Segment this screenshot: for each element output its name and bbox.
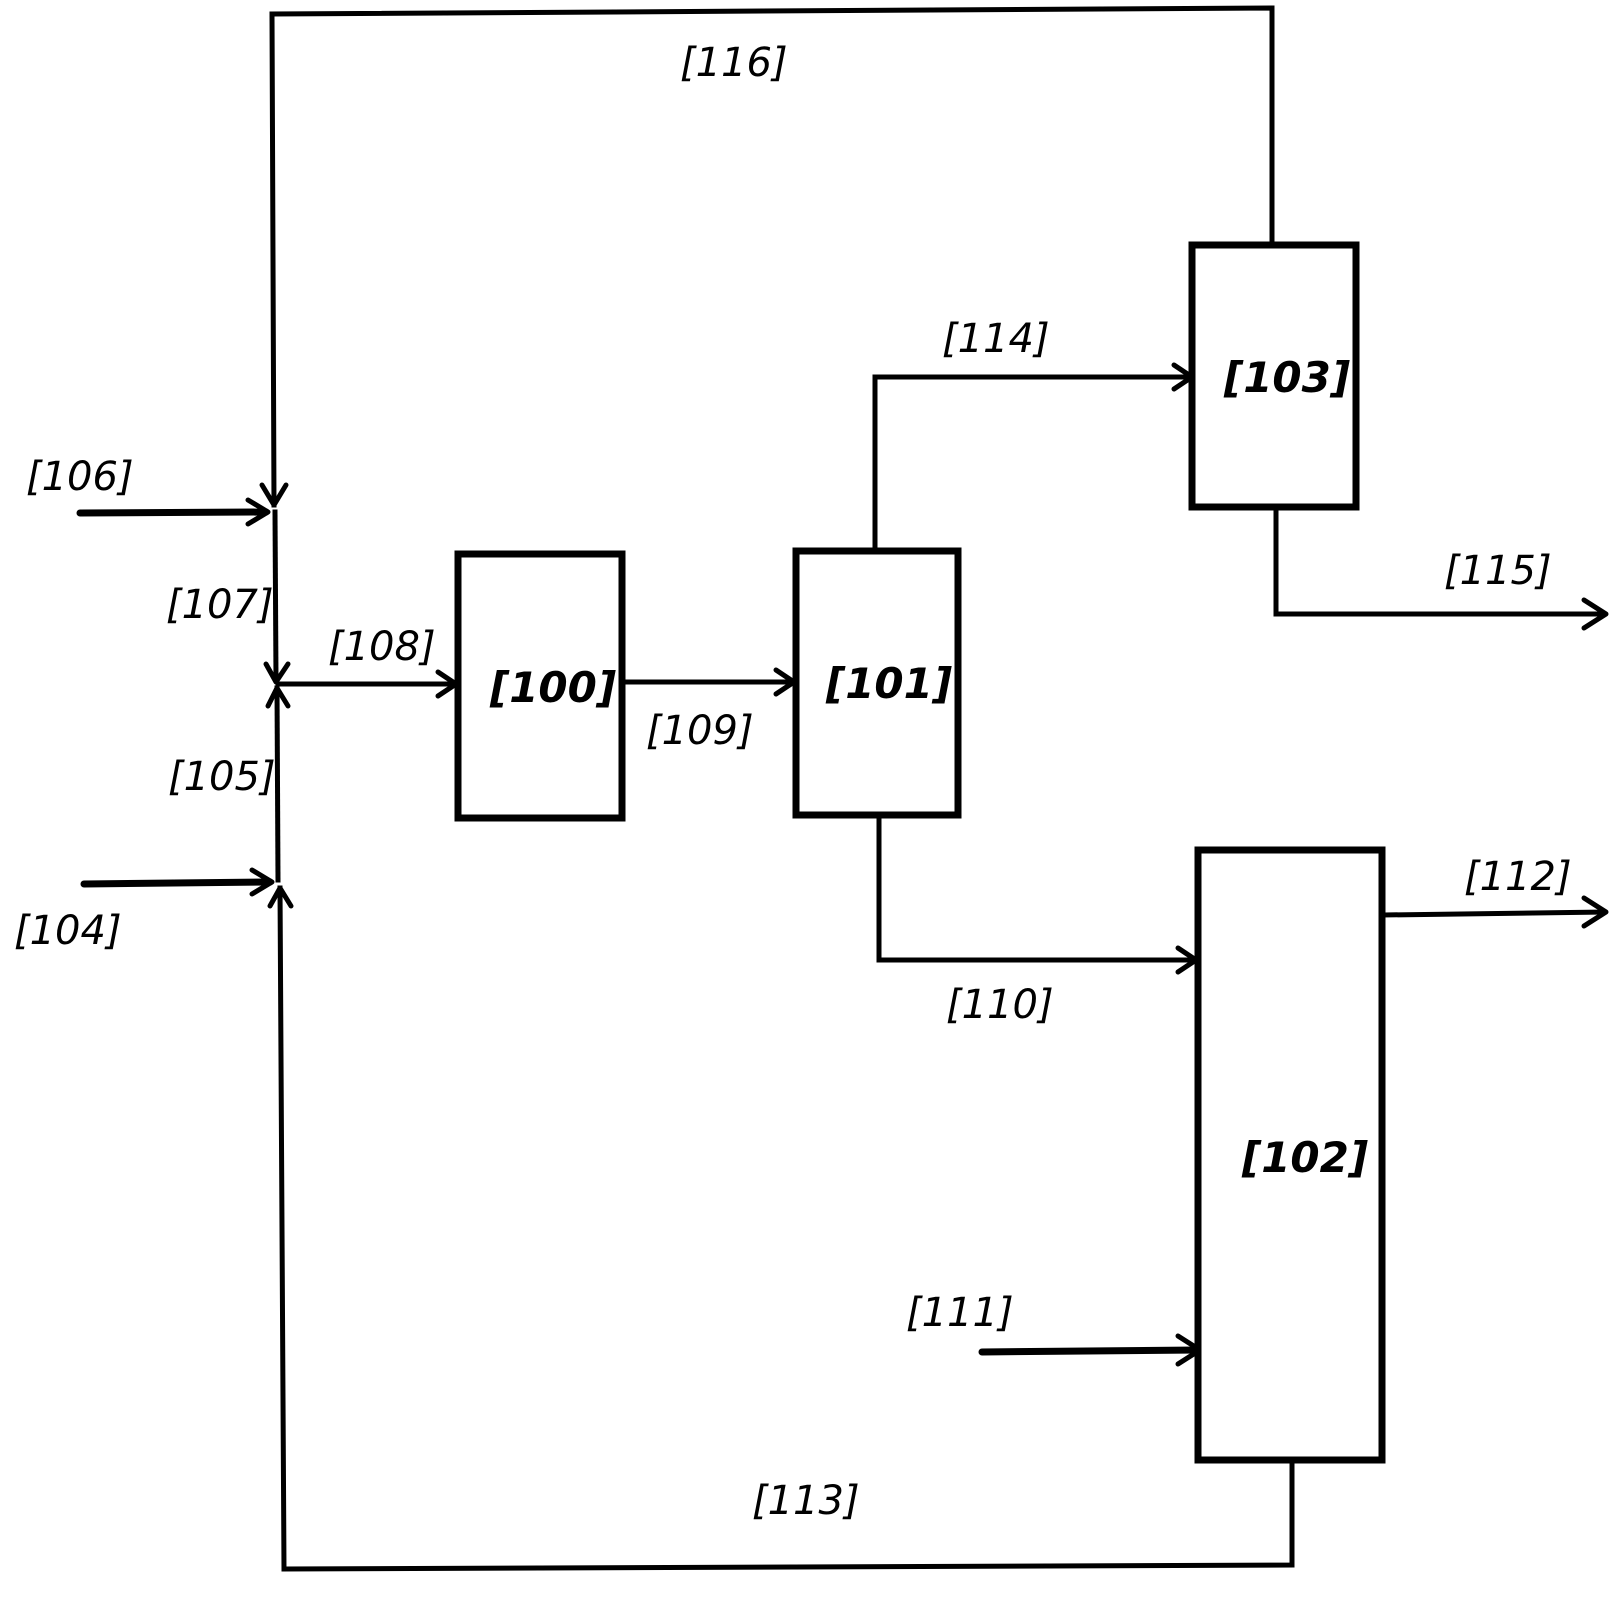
stream-109-label: [109]	[646, 708, 754, 754]
stream-113-label: [113]	[752, 1478, 860, 1524]
stream-105-label: [105]	[168, 754, 276, 800]
stream-104-arrowhead	[249, 867, 275, 897]
stream-111-label: [111]	[906, 1290, 1014, 1336]
stream-113-arrowhead	[267, 885, 294, 909]
stream-107-label: [107]	[166, 582, 274, 628]
stream-112-label: [112]	[1464, 854, 1572, 900]
stream-106-arrowhead	[245, 497, 271, 527]
stream-110-line	[876, 812, 1199, 963]
stream-115-label: [115]	[1444, 548, 1552, 594]
unit-103-label: [103]	[1223, 353, 1350, 402]
stream-114-label: [114]	[942, 316, 1050, 362]
unit-100-box	[454, 550, 626, 822]
stream-115-line	[1273, 507, 1607, 617]
stream-111-line	[978, 1346, 1202, 1356]
stream-107-line	[272, 509, 279, 683]
stream-114-line	[872, 374, 1195, 551]
stream-113-line	[277, 885, 1295, 1572]
unit-101-label: [101]	[825, 659, 952, 708]
stream-116-line	[269, 5, 1275, 508]
stream-104-label: [104]	[14, 908, 122, 954]
stream-116-label: [116]	[680, 40, 788, 86]
unit-103-box	[1188, 241, 1360, 511]
unit-101-box	[792, 547, 962, 819]
stream-105-arrowhead	[265, 685, 291, 709]
stream-112-line	[1381, 909, 1607, 918]
stream-108-label: [108]	[328, 624, 436, 670]
stream-112-arrowhead	[1581, 895, 1609, 929]
stream-115-arrowhead	[1581, 597, 1609, 631]
unit-102-label: [102]	[1241, 1133, 1368, 1182]
stream-105-line	[274, 685, 281, 883]
stream-104-line	[80, 878, 274, 888]
unit-100-label: [100]	[489, 663, 616, 712]
stream-110-label: [110]	[946, 982, 1054, 1028]
unit-102-box	[1194, 846, 1386, 1464]
stream-106-line	[76, 508, 270, 517]
stream-106-label: [106]	[26, 454, 134, 500]
stream-116-arrowhead	[259, 482, 289, 508]
